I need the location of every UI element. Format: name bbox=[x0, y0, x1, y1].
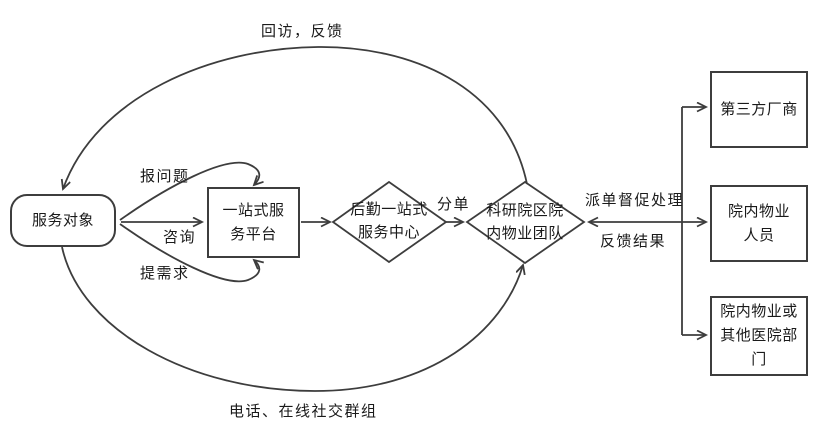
diamond-logistics-center bbox=[331, 180, 448, 264]
node-other-hospital-dept: 院内物业或其他医院部门 bbox=[710, 296, 808, 376]
edge-label-feedback-result: 反馈结果 bbox=[600, 234, 667, 250]
node-one-stop-platform: 一站式服务平台 bbox=[207, 187, 300, 258]
node-logistics-center-label: 后勤一站式服务中心 bbox=[350, 201, 428, 241]
edge-label-raise-demand: 提需求 bbox=[140, 266, 190, 282]
node-property-team-label: 科研院区院内物业团队 bbox=[486, 202, 564, 242]
edge-label-dispatch: 分单 bbox=[437, 197, 471, 213]
node-service-object: 服务对象 bbox=[10, 194, 116, 247]
edge-phone-social bbox=[61, 246, 523, 392]
node-third-party-vendor: 第三方厂商 bbox=[710, 71, 808, 148]
edge-label-revisit-feedback: 回访，反馈 bbox=[261, 24, 344, 40]
edge-revisit-feedback bbox=[63, 46, 528, 189]
edge-raise-demand bbox=[119, 223, 259, 283]
diamond-property-team bbox=[465, 180, 586, 265]
edge-label-report-problem: 报问题 bbox=[140, 169, 190, 185]
edge-label-phone-social: 电话、在线社交群组 bbox=[229, 404, 378, 420]
node-property-staff: 院内物业人员 bbox=[710, 185, 808, 262]
edge-report-problem bbox=[119, 161, 259, 221]
edge-label-consult: 咨询 bbox=[163, 230, 197, 246]
edge-label-dispatch-supervise: 派单督促处理 bbox=[585, 193, 685, 209]
